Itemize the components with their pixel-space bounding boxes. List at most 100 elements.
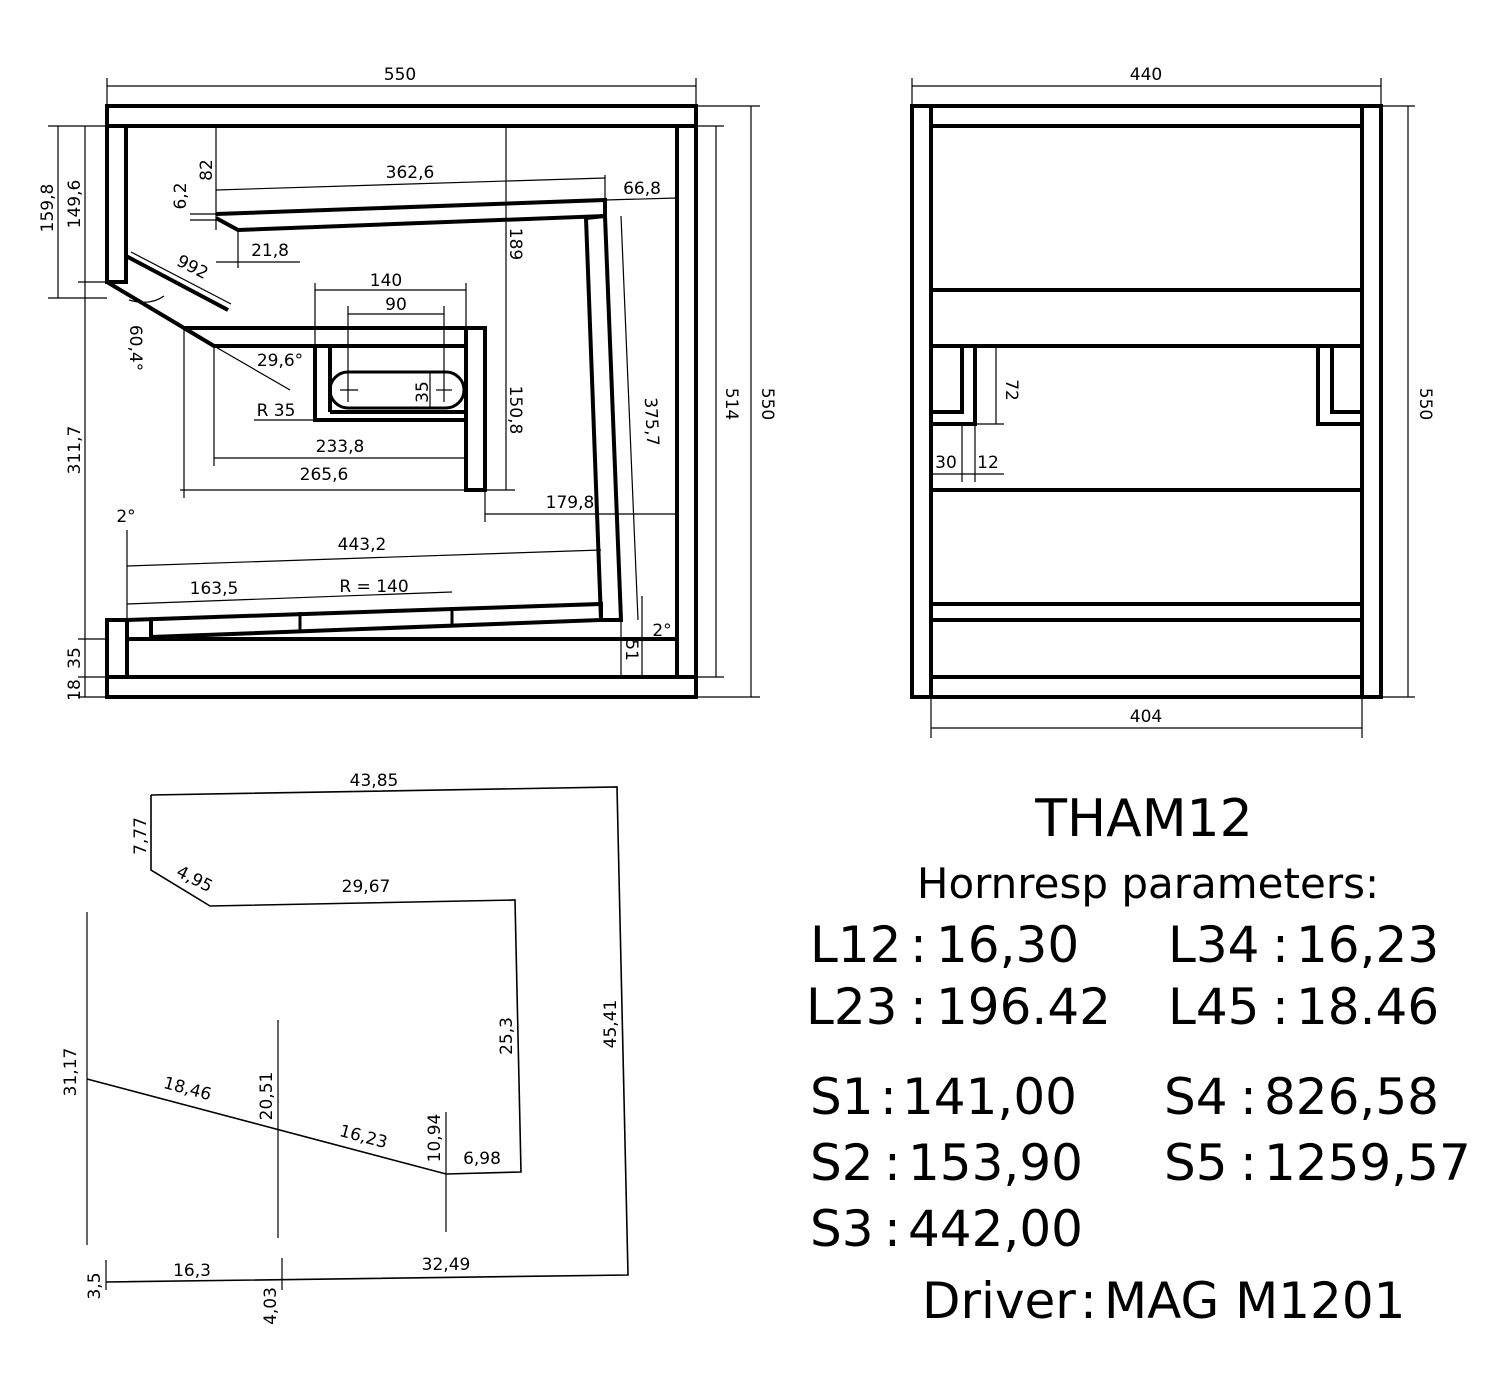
dim-2deg-b: 2° <box>652 621 671 641</box>
driver-label: Driver <box>922 1272 1076 1330</box>
left-panel-upper <box>105 126 128 284</box>
chamfer-inner <box>124 252 229 312</box>
dim-21-8: 21,8 <box>251 241 289 261</box>
param-value: 153,90 <box>908 1134 1083 1192</box>
lower-baffle <box>126 601 603 640</box>
driver-wall <box>464 326 487 492</box>
params-heading: Hornresp parameters: <box>917 859 1379 908</box>
left-side-panel <box>910 104 933 699</box>
param-value: 826,58 <box>1264 1068 1439 1126</box>
right-baffle <box>584 213 624 622</box>
side-view <box>48 78 760 699</box>
dim-10-94: 10,94 <box>425 1114 445 1163</box>
right-panel <box>675 124 698 679</box>
dim-375-7: 375,7 <box>640 397 663 447</box>
dim-29-6: 29,6° <box>257 351 303 371</box>
param-colon: : <box>910 978 927 1036</box>
top-panel <box>105 104 698 128</box>
dim-16-3: 16,3 <box>173 1261 211 1281</box>
param-key: S3 <box>810 1200 874 1258</box>
upper-baffle <box>215 197 607 233</box>
port-slot <box>328 370 466 410</box>
dim-25-3: 25,3 <box>497 1017 517 1055</box>
dim-4-03: 4,03 <box>261 1287 281 1325</box>
dim-bottom-a: 18 <box>65 679 85 701</box>
dim-7-77: 7,77 <box>131 817 151 855</box>
middle-baffle <box>182 326 468 348</box>
dim-43-85: 43,85 <box>350 771 399 791</box>
side-view-labels: 550 550 514 159,8 149,6 311,7 18 35 82 6… <box>38 65 777 701</box>
param-colon: : <box>1272 978 1289 1036</box>
dim-front-inner-width: 404 <box>1130 707 1162 727</box>
left-panel-lower <box>105 618 129 679</box>
dim-inner-height: 514 <box>721 388 741 420</box>
param-value: 16,30 <box>936 916 1079 974</box>
dim-32-49: 32,49 <box>422 1255 471 1275</box>
bottom-panel <box>105 675 698 699</box>
param-value: 1259,57 <box>1264 1134 1471 1192</box>
unfold-view <box>86 786 629 1290</box>
param-key: L23 <box>806 978 897 1036</box>
dim-60-4: 60,4° <box>125 325 145 371</box>
dim-r140: R = 140 <box>339 577 408 597</box>
dim-443-2: 443,2 <box>338 535 387 555</box>
front-view-labels: 440 550 404 72 30 12 <box>935 65 1435 727</box>
driver-colon: : <box>1080 1272 1097 1330</box>
dim-179-8: 179,8 <box>546 493 595 513</box>
dim-150-8: 150,8 <box>505 386 525 435</box>
param-colon: : <box>884 1200 901 1258</box>
param-key: S2 <box>810 1134 874 1192</box>
dim-6-2: 6,2 <box>171 182 191 209</box>
param-value: 141,00 <box>902 1068 1077 1126</box>
param-key: S4 <box>1164 1068 1228 1126</box>
dim-265-6: 265,6 <box>300 465 349 485</box>
dim-6-98: 6,98 <box>463 1149 501 1169</box>
dim-90: 90 <box>385 295 407 315</box>
dim-outer-width: 550 <box>384 65 416 85</box>
dim-163-5: 163,5 <box>190 579 239 599</box>
param-value: 442,00 <box>908 1200 1083 1258</box>
dim-29-67: 29,67 <box>342 877 391 897</box>
model-title: THAM12 <box>1034 789 1252 849</box>
dim-3-5: 3,5 <box>85 1272 105 1299</box>
right-brace <box>1316 344 1362 426</box>
dim-140: 140 <box>370 271 402 291</box>
specs-panel: THAM12 Hornresp parameters: L12 : 16,30 … <box>806 789 1471 1330</box>
dim-45-41: 45,41 <box>601 1000 621 1049</box>
param-key: L34 <box>1168 916 1259 974</box>
dim-189: 189 <box>505 228 525 260</box>
param-colon: : <box>880 1068 897 1126</box>
dim-front-width: 440 <box>1130 65 1162 85</box>
param-colon: : <box>910 916 927 974</box>
param-colon: : <box>884 1134 901 1192</box>
param-value: 18.46 <box>1296 978 1439 1036</box>
dim-front-height: 550 <box>1415 388 1435 420</box>
dim-51: 51 <box>621 639 641 661</box>
dim-top-a: 159,8 <box>38 184 58 233</box>
dim-outer-height: 550 <box>757 388 777 420</box>
dim-top-b: 149,6 <box>65 180 85 229</box>
dim-35: 35 <box>413 381 433 403</box>
param-colon: : <box>1240 1068 1257 1126</box>
param-colon: : <box>1272 916 1289 974</box>
param-key: L45 <box>1168 978 1259 1036</box>
dim-30: 30 <box>935 453 957 473</box>
dim-233-8: 233,8 <box>316 437 365 457</box>
dim-16-23: 16,23 <box>337 1121 389 1153</box>
right-side-panel <box>1360 104 1383 699</box>
param-key: S5 <box>1164 1134 1228 1192</box>
driver-value: MAG M1201 <box>1104 1272 1406 1330</box>
param-colon: : <box>1240 1134 1257 1192</box>
param-value: 16,23 <box>1296 916 1439 974</box>
dim-2deg-a: 2° <box>116 507 135 527</box>
param-value: 196.42 <box>936 978 1111 1036</box>
dim-12: 12 <box>977 453 999 473</box>
dim-82: 82 <box>197 159 217 181</box>
dim-20-51: 20,51 <box>257 1072 277 1121</box>
dim-31-17: 31,17 <box>61 1048 81 1097</box>
chamfer-outer <box>105 280 214 330</box>
dim-362-6: 362,6 <box>386 163 435 183</box>
dim-72: 72 <box>1001 379 1021 401</box>
dim-992: 992 <box>173 251 211 284</box>
